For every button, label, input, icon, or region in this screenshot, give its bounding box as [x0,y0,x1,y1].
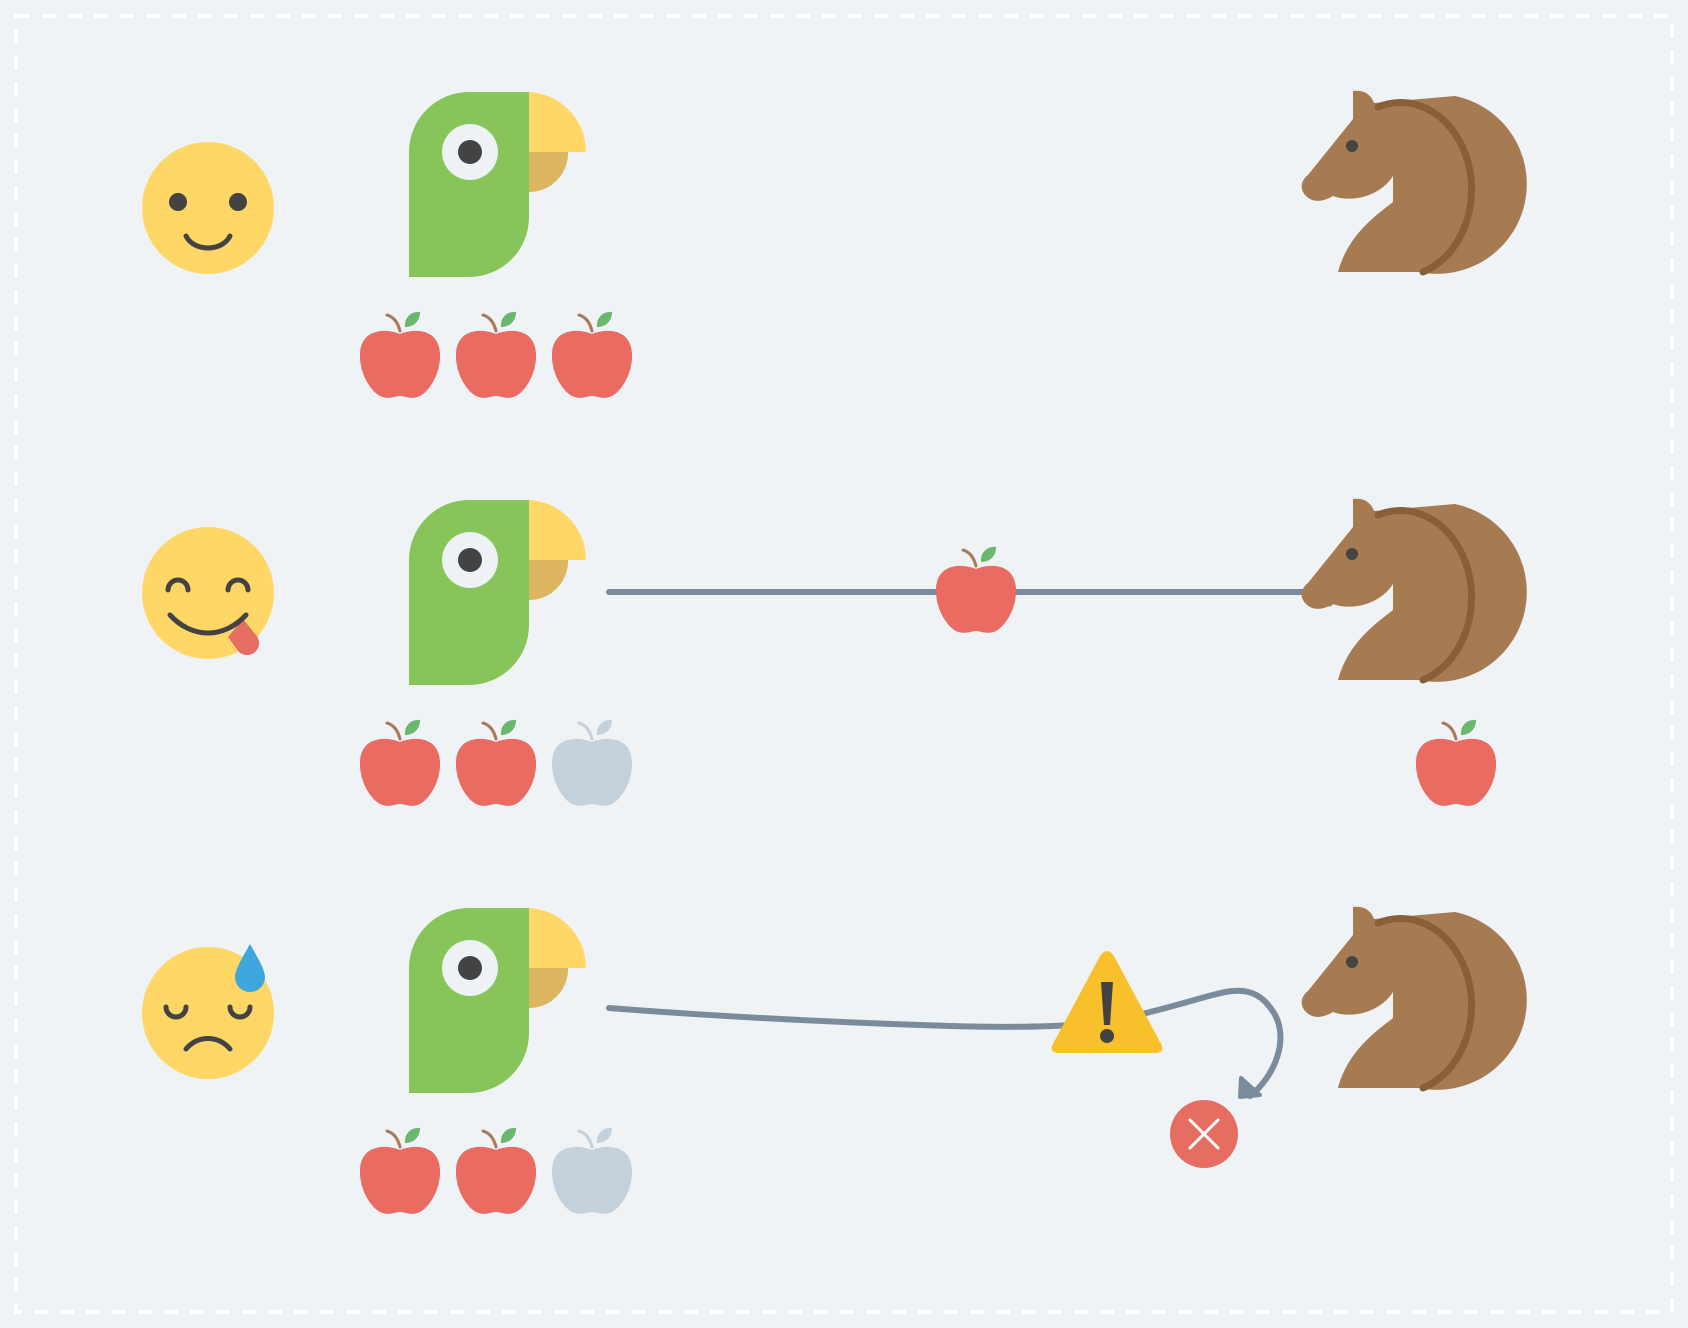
scenario-row-2 [142,499,1527,808]
face-eye-right [227,1004,253,1020]
dashed-frame [14,14,1674,1314]
failed-transfer-arrow [606,987,1284,1099]
apple-1 [358,310,442,400]
apple-3 [550,310,634,400]
horse-icon [1302,499,1527,682]
warning-exclamation-dot [1100,1029,1114,1043]
downcast-face-with-sweat-icon [142,944,274,1079]
scenario-row-1 [142,91,1527,400]
arrow-shaft [606,987,1284,1099]
apple-3-faded [550,1126,634,1216]
smiling-face-icon [142,142,274,274]
arrow-head [1238,1076,1262,1099]
error-x-circle-icon [1170,1100,1238,1168]
horse-icon [1302,91,1527,274]
apple-1 [358,718,442,808]
parrot-icon [409,908,587,1093]
warning-exclamation-bar [1101,982,1113,1025]
face-smile [183,233,233,251]
face-frown [183,1036,233,1052]
face-tongue [228,619,260,656]
parrot-icon [409,92,587,277]
warning-triangle-icon [1051,951,1163,1053]
apple-in-transit [934,545,1018,635]
face-eye-left [165,577,191,593]
apple-3-faded [550,718,634,808]
face-eye-left [169,193,187,211]
sweat-drop-icon [235,944,265,992]
face-savoring-food-icon [142,527,274,659]
face-eye-right [229,193,247,211]
face-eye-right [225,577,251,593]
apple-2 [454,1126,538,1216]
horse-icon [1302,907,1527,1090]
received-apple [1414,718,1498,808]
apple-2 [454,718,538,808]
face-smile [167,612,249,636]
scenario-row-3 [142,907,1527,1216]
apple-2 [454,310,538,400]
parrot-icon [409,500,587,685]
apple-1 [358,1126,442,1216]
face-eye-left [163,1004,189,1020]
